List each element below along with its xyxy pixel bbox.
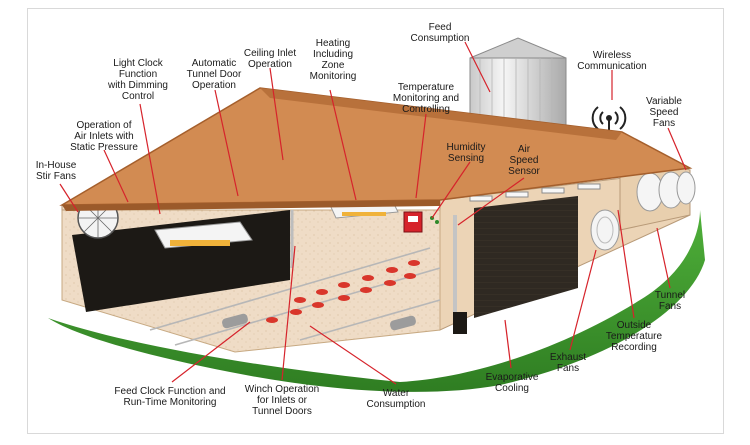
label-line: Tunnel Door [187, 69, 242, 80]
label-line: Monitoring [310, 71, 357, 82]
label-line: Consumption [367, 399, 426, 410]
label-line: In-House [36, 160, 77, 171]
label-line: Water [383, 388, 410, 399]
roof-front-edge [62, 200, 440, 211]
roof-ridge [260, 88, 622, 140]
label-line: Consumption [411, 33, 470, 44]
label-line: Light Clock [113, 58, 163, 69]
label-line: Speed [650, 107, 679, 118]
label-line: Recording [611, 342, 657, 353]
heater-icon [222, 313, 416, 331]
label-line: Monitoring and [393, 93, 459, 104]
label-line: Operation [248, 59, 292, 70]
label-line: Operation of [76, 120, 131, 131]
roof [59, 87, 693, 206]
label-line: Sensing [448, 153, 484, 164]
label-line: Automatic [192, 58, 236, 69]
label-line: Tunnel Doors [252, 406, 312, 417]
label-line: Cooling [495, 383, 529, 394]
label-line: Function [119, 69, 157, 80]
label-line: Humidity [447, 142, 486, 153]
controller-box-icon [403, 211, 439, 233]
label-line: Control [122, 91, 154, 102]
label-line: Fans [653, 118, 675, 129]
feed-lines [149, 247, 441, 346]
label-line: Fans [557, 363, 579, 374]
label-line: Sensor [508, 166, 540, 177]
label-line: Static Pressure [70, 142, 138, 153]
label-line: Air Inlets with [74, 131, 133, 142]
label-line: Heating [316, 38, 350, 49]
exhaust-fan-icon [590, 209, 620, 251]
label-line: Operation [192, 80, 236, 91]
label-line: for Inlets or [257, 395, 308, 406]
label-line: Controlling [402, 104, 450, 115]
label-line: with Dimming [107, 80, 168, 91]
label-line: Temperature [398, 82, 455, 93]
sump [453, 312, 467, 334]
label-line: Exhaust [550, 352, 586, 363]
label-line: Communication [577, 61, 646, 72]
label-line: Wireless [593, 50, 631, 61]
label-line: Fans [659, 301, 681, 312]
label-line: Feed Clock Function and [114, 386, 225, 397]
label-line: Outside [617, 320, 652, 331]
label-line: Winch Operation [245, 384, 319, 395]
tunnel-fan-icon [636, 171, 696, 212]
label-line: Feed [429, 22, 452, 33]
label-line: Evaporative [486, 372, 539, 383]
label-line: Speed [510, 155, 539, 166]
label-pointers [59, 41, 687, 385]
label-line: Stir Fans [36, 171, 76, 182]
evaporative-pad [474, 196, 578, 318]
label-line: Air [518, 144, 531, 155]
label-line: Ceiling Inlet [244, 48, 296, 59]
feeder-pans [266, 260, 420, 323]
label-line: Tunnel [655, 290, 685, 301]
label-line: Temperature [606, 331, 663, 342]
label-line: Run-Time Monitoring [124, 397, 217, 408]
label-line: Variable [646, 96, 682, 107]
label-line: Zone [322, 60, 345, 71]
side-inlets [469, 183, 601, 202]
label-line: Including [313, 49, 353, 60]
